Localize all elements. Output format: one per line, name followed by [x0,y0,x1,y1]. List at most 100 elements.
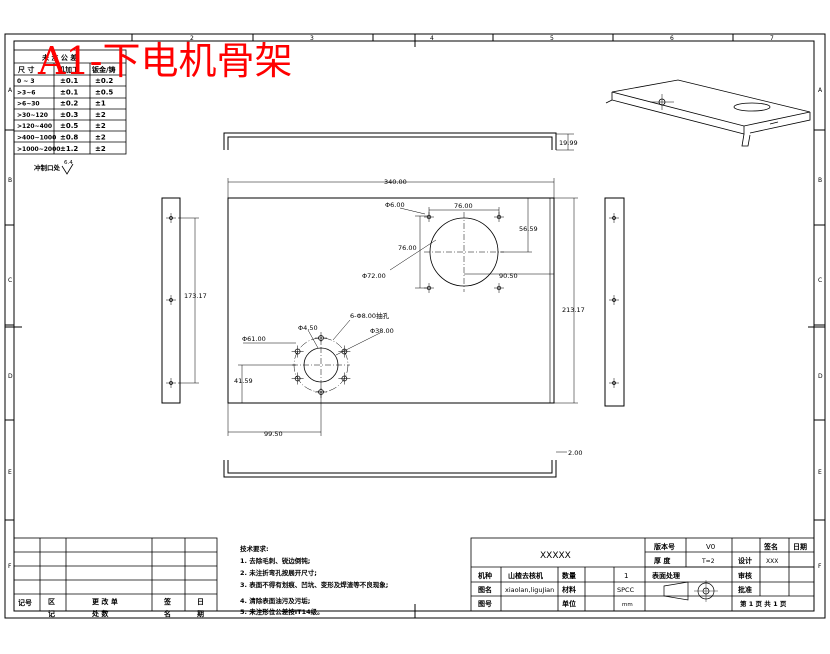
zone-letter: D [818,373,823,380]
sheet-info: 第 1 页 共 1 页 [740,599,787,608]
drawing-no-label: 图名 [478,585,492,594]
dim-width: 340.00 [384,178,407,186]
dim-thickness: 2.00 [568,449,582,457]
dim-motor-pcd: Φ61.00 [242,335,266,343]
zone-letter: F [818,563,822,570]
dim-motor-offset-y: 41.59 [234,377,253,385]
tech-item: 3. 表面不得有划痕、凹坑、变形及焊渣等不良现象; [240,580,388,589]
zone-letter: F [8,563,12,570]
tolerance-cell: >1000~2000 [17,146,60,153]
col-header: 机加工 [58,65,79,74]
outer-frame [4,33,826,619]
col-header: 钣金/铸 [92,65,116,74]
rev-label: 签 [163,597,172,606]
tolerance-cell: ±1 [95,100,106,108]
dim-width-line [227,178,555,198]
zone-letter: C [8,277,12,284]
rev-label: 名 [164,609,171,618]
zone-letter: D [8,373,13,380]
tolerance-cell: >6~30 [17,101,40,108]
tech-requirements: 技术要求: 1. 去除毛刺、锐边倒钝; 2. 未注折弯孔按展开尺寸; 3. 表面… [240,544,388,616]
thickness-label: 厚 度 [654,556,671,565]
approve-label: 批准 [738,585,752,594]
tech-item: 1. 去除毛刺、锐边倒钝; [240,556,310,565]
designer-value: XXX [766,558,778,565]
isometric-view [605,79,811,147]
drawing-title: A1-下电机骨架 [37,39,292,83]
version-label: 版本号 [654,542,675,551]
tolerance-cell: ±0.2 [60,100,78,108]
revision-block [13,537,218,612]
zone-number: 6 [670,35,674,42]
sign-label: 签名 [763,542,778,551]
review-label: 审核 [738,571,752,580]
motor-center-hole [303,347,339,383]
zone-number: 7 [770,35,774,42]
zone-number: 4 [430,35,434,42]
model-value: 山楂去核机 [508,571,543,580]
dim-side-length: 173.17 [184,292,207,300]
tech-item: 4. 清除表面油污及污垢; [240,596,310,605]
date-label: 日期 [793,542,807,551]
dim-offset-y: 56.59 [519,225,538,233]
revision-labels: 记号 区 更 改 单 签 日 记 处 数 名 期 [18,597,204,618]
unit-label: 单位 [562,599,576,608]
tolerance-cell: ±2 [95,122,106,130]
tolerance-cell: ±1.2 [60,145,78,153]
tech-item: 5. 未注形位公差按IT14级。 [240,607,324,616]
unit-value: mm [622,602,633,608]
zone-labels: 2 3 4 5 6 7 A B C D E F A B C D E F [8,35,823,570]
tolerance-cell: ±0.5 [95,88,113,96]
dim-motor-holes-note: 6-Φ8.00抽孔 [350,311,390,320]
title-block-text: XXXXX 版本号 V0 签名 日期 厚 度 T=2 设计 XXX 机种 山楂去… [478,542,807,608]
zone-letter: A [8,87,13,94]
tolerance-cell: ±0.3 [60,111,78,119]
dim-height: 213.17 [562,306,585,314]
big-hole-group [424,212,504,292]
tolerance-cell: ±0.1 [60,88,78,96]
drawing-name: XXXXX [540,551,571,561]
zone-ticks [5,34,825,618]
tolerance-rows: 0 ~ 3±0.1±0.2>3~6±0.1±0.5>6~30±0.2±1>30~… [17,77,113,153]
zone-number: 3 [310,35,314,42]
rev-label: 更 改 单 [92,597,118,606]
tolerance-cell: >3~6 [17,89,35,96]
rev-label: 处 数 [91,609,109,618]
motor-dims [227,319,381,436]
title-block [470,537,815,612]
bottom-view [223,451,567,478]
thickness-value: T=2 [701,558,715,565]
roughness-note: 冲制口处 6.4 [34,160,74,175]
top-view [223,132,574,151]
right-side-holes [609,213,619,388]
tolerance-cell: ±2 [95,111,106,119]
tolerance-cell: >120~400 [17,123,52,130]
material-label: 材料 [561,585,576,594]
model-label: 机种 [478,571,492,580]
tolerance-cell: ±2 [95,134,106,142]
tech-heading: 技术要求: [240,544,269,553]
surface-label: 表面处理 [651,571,680,580]
tolerance-cell: >30~120 [17,112,48,119]
projection-symbol-icon [663,580,718,602]
roughness-value: 6.4 [64,160,73,166]
dim-hole-spacing-x: 76.00 [454,202,473,210]
dim-flange-height: 19.99 [559,139,578,147]
rev-label: 日 [197,598,204,606]
rev-label: 区 [48,598,55,606]
qty-value: 1 [624,572,628,580]
tolerance-text: 未 注 公 差 尺 寸 机加工 钣金/铸 [17,53,116,74]
roughness-icon [61,163,74,175]
left-side-holes [166,213,176,388]
dim-big-hole-dia: Φ72.00 [362,272,386,280]
col-header: 尺 寸 [17,65,34,74]
dim-motor-small-hole: Φ4.50 [298,324,318,332]
dim-hole-spacing-y: 76.00 [398,244,417,252]
zone-letter: A [818,87,823,94]
dim-height-line [554,197,578,404]
zone-letter: B [8,177,12,184]
dim-small-hole-dia: Φ6.00 [385,201,405,209]
zone-number: 5 [550,35,554,42]
design-label: 设计 [738,556,752,565]
